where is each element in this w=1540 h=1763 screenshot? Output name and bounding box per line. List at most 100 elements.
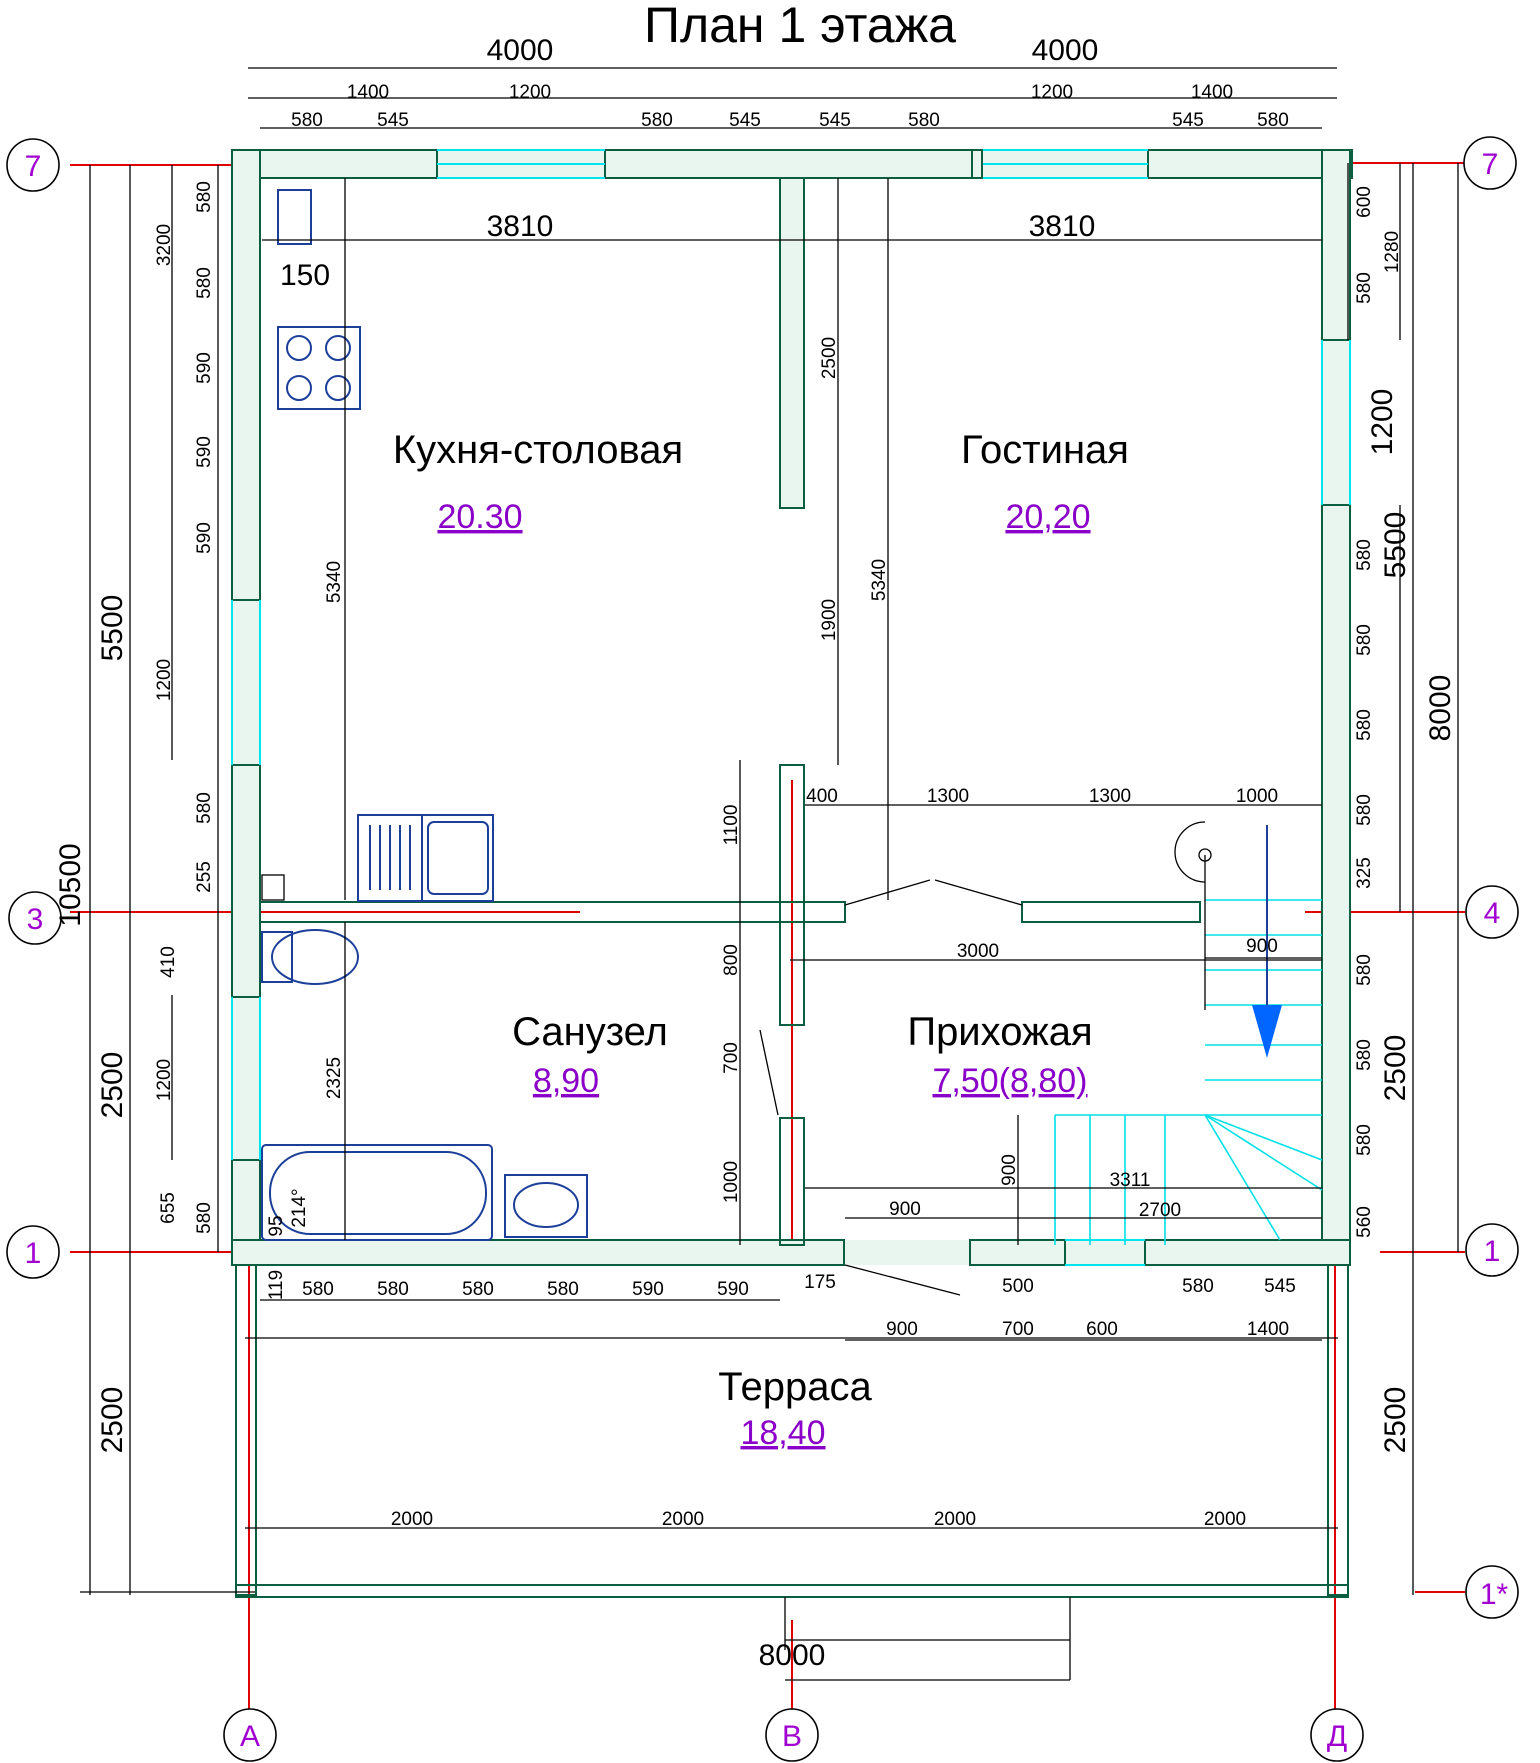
kitchen-fixtures bbox=[261, 189, 494, 902]
svg-text:800: 800 bbox=[721, 944, 742, 976]
svg-text:545: 545 bbox=[1264, 1276, 1296, 1297]
svg-text:580: 580 bbox=[194, 792, 215, 824]
axis-marker-1-right: 1 bbox=[1465, 1223, 1519, 1277]
room-bathroom: Санузел 8,90 bbox=[512, 1010, 668, 1100]
svg-text:580: 580 bbox=[291, 110, 323, 131]
svg-text:1280: 1280 bbox=[1382, 231, 1403, 273]
svg-text:580: 580 bbox=[462, 1279, 494, 1300]
svg-text:2500: 2500 bbox=[819, 337, 840, 379]
svg-text:580: 580 bbox=[1354, 624, 1375, 656]
svg-text:2500: 2500 bbox=[96, 1387, 129, 1454]
svg-text:500: 500 bbox=[1002, 1276, 1034, 1297]
svg-text:95: 95 bbox=[266, 1215, 287, 1236]
svg-text:580: 580 bbox=[1354, 1124, 1375, 1156]
plan-title: План 1 этажа bbox=[644, 0, 956, 53]
svg-text:1900: 1900 bbox=[819, 599, 840, 641]
room-terrace: Терраса 18,40 bbox=[718, 1365, 872, 1452]
axis-marker-7-left: 7 bbox=[6, 138, 60, 192]
svg-text:3: 3 bbox=[27, 903, 44, 936]
svg-text:1: 1 bbox=[25, 1237, 42, 1270]
svg-text:5500: 5500 bbox=[1379, 512, 1412, 579]
stove-icon bbox=[277, 326, 361, 410]
svg-text:1200: 1200 bbox=[154, 659, 175, 701]
svg-text:545: 545 bbox=[729, 110, 761, 131]
stair-arrow-icon bbox=[1252, 1005, 1282, 1058]
svg-text:400: 400 bbox=[806, 786, 838, 807]
bathroom-fixtures bbox=[261, 929, 588, 1241]
svg-text:900: 900 bbox=[1246, 936, 1278, 957]
svg-text:580: 580 bbox=[1257, 110, 1289, 131]
bathtub-icon bbox=[261, 1144, 493, 1241]
svg-text:580: 580 bbox=[1354, 709, 1375, 741]
svg-text:119: 119 bbox=[266, 1270, 287, 1300]
svg-text:580: 580 bbox=[194, 267, 215, 299]
svg-text:214°: 214° bbox=[289, 1188, 310, 1227]
dims-left: 10500 5500 2500 2500 3200 1200 1200 580 … bbox=[54, 181, 345, 1453]
room-kitchen: Кухня-столовая 20.30 bbox=[393, 428, 683, 536]
doors bbox=[759, 879, 1023, 1296]
svg-text:7,50(8,80): 7,50(8,80) bbox=[933, 1062, 1088, 1100]
svg-text:1000: 1000 bbox=[721, 1161, 742, 1203]
svg-text:580: 580 bbox=[194, 181, 215, 213]
svg-text:900: 900 bbox=[889, 1199, 921, 1220]
svg-text:580: 580 bbox=[641, 110, 673, 131]
svg-text:1200: 1200 bbox=[1366, 389, 1399, 456]
svg-text:В: В bbox=[782, 1720, 802, 1753]
svg-text:Терраса: Терраса bbox=[718, 1365, 872, 1409]
svg-text:590: 590 bbox=[194, 436, 215, 468]
axis-marker-3: 3 bbox=[8, 891, 62, 945]
svg-text:175: 175 bbox=[804, 1272, 836, 1293]
axis-marker-b: В bbox=[765, 1708, 819, 1762]
svg-text:580: 580 bbox=[1354, 794, 1375, 826]
svg-text:560: 560 bbox=[1354, 1206, 1375, 1238]
svg-text:2000: 2000 bbox=[1204, 1509, 1246, 1530]
svg-text:900: 900 bbox=[886, 1319, 918, 1340]
svg-text:580: 580 bbox=[302, 1279, 334, 1300]
svg-text:1: 1 bbox=[1484, 1235, 1501, 1268]
svg-text:3000: 3000 bbox=[957, 941, 999, 962]
svg-text:255: 255 bbox=[194, 861, 215, 893]
svg-text:Гостиная: Гостиная bbox=[961, 428, 1129, 472]
svg-text:580: 580 bbox=[1354, 1039, 1375, 1071]
svg-text:580: 580 bbox=[1182, 1276, 1214, 1297]
svg-text:545: 545 bbox=[819, 110, 851, 131]
svg-text:580: 580 bbox=[1354, 954, 1375, 986]
svg-text:2500: 2500 bbox=[96, 1052, 129, 1119]
svg-text:1200: 1200 bbox=[154, 1059, 175, 1101]
svg-text:590: 590 bbox=[632, 1279, 664, 1300]
svg-text:2000: 2000 bbox=[662, 1509, 704, 1530]
svg-text:Д: Д bbox=[1327, 1720, 1347, 1753]
svg-text:20.30: 20.30 bbox=[437, 498, 522, 536]
svg-text:2700: 2700 bbox=[1139, 1200, 1181, 1221]
axis-marker-d: Д bbox=[1310, 1708, 1364, 1762]
axis-marker-4: 4 bbox=[1465, 885, 1519, 939]
svg-text:4000: 4000 bbox=[1032, 34, 1099, 67]
svg-text:410: 410 bbox=[158, 946, 179, 978]
room-living: Гостиная 20,20 bbox=[961, 428, 1129, 536]
svg-text:2000: 2000 bbox=[934, 1509, 976, 1530]
sink-icon bbox=[357, 814, 494, 902]
svg-text:545: 545 bbox=[377, 110, 409, 131]
svg-text:2325: 2325 bbox=[324, 1057, 345, 1099]
svg-text:1200: 1200 bbox=[1031, 82, 1073, 103]
svg-text:Санузел: Санузел bbox=[512, 1010, 668, 1054]
svg-text:20,20: 20,20 bbox=[1005, 498, 1090, 536]
svg-text:900: 900 bbox=[999, 1154, 1020, 1186]
svg-text:1000: 1000 bbox=[1236, 786, 1278, 807]
svg-text:Прихожая: Прихожая bbox=[907, 1010, 1092, 1054]
dims-top: 4000 4000 1400 1200 1200 1400 580 545 58… bbox=[280, 34, 1289, 292]
svg-text:580: 580 bbox=[1354, 539, 1375, 571]
svg-text:580: 580 bbox=[908, 110, 940, 131]
svg-text:7: 7 bbox=[1482, 148, 1499, 181]
svg-text:600: 600 bbox=[1086, 1319, 1118, 1340]
svg-text:7: 7 bbox=[25, 150, 42, 183]
svg-text:1*: 1* bbox=[1480, 1578, 1509, 1611]
svg-text:1400: 1400 bbox=[1247, 1319, 1289, 1340]
dims-bottom: 119 95 214° 580 580 580 580 590 590 175 … bbox=[266, 1188, 1296, 1672]
dimension-lines bbox=[80, 67, 1459, 1595]
svg-text:545: 545 bbox=[1172, 110, 1204, 131]
svg-text:18,40: 18,40 bbox=[740, 1414, 825, 1452]
svg-text:700: 700 bbox=[721, 1042, 742, 1074]
svg-text:1400: 1400 bbox=[347, 82, 389, 103]
svg-text:580: 580 bbox=[1354, 272, 1375, 304]
